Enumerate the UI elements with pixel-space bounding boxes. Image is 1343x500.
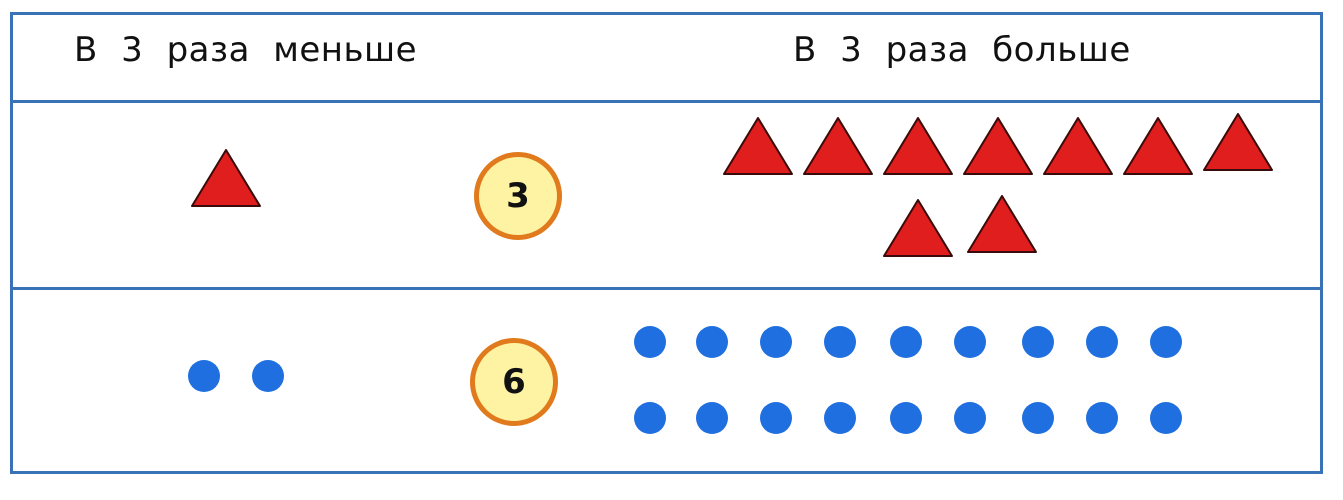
- red-triangle-more: [723, 117, 793, 175]
- blue-circle-more: [1022, 326, 1054, 358]
- blue-circle-more: [890, 402, 922, 434]
- red-triangle-more: [1123, 117, 1193, 175]
- number-badge-6: 6: [470, 338, 558, 426]
- row-divider: [10, 287, 1323, 290]
- blue-circle-more: [696, 402, 728, 434]
- blue-circle-more: [890, 326, 922, 358]
- blue-circle-fewer: [252, 360, 284, 392]
- blue-circle-more: [760, 402, 792, 434]
- header-divider: [10, 100, 1323, 103]
- red-triangle-more: [883, 199, 953, 257]
- blue-circle-more: [1150, 326, 1182, 358]
- blue-circle-more: [954, 326, 986, 358]
- blue-circle-more: [824, 326, 856, 358]
- blue-circle-more: [634, 326, 666, 358]
- red-triangle-more: [1203, 113, 1273, 171]
- red-triangle-more: [967, 195, 1037, 253]
- blue-circle-fewer: [188, 360, 220, 392]
- blue-circle-more: [1086, 326, 1118, 358]
- blue-circle-more: [696, 326, 728, 358]
- blue-circle-more: [760, 326, 792, 358]
- header-more: В 3 раза больше: [793, 30, 1131, 70]
- blue-circle-more: [634, 402, 666, 434]
- blue-circle-more: [1150, 402, 1182, 434]
- red-triangle-more: [963, 117, 1033, 175]
- blue-circle-more: [824, 402, 856, 434]
- blue-circle-more: [954, 402, 986, 434]
- blue-circle-more: [1086, 402, 1118, 434]
- blue-circle-more: [1022, 402, 1054, 434]
- red-triangle-more: [1043, 117, 1113, 175]
- header-fewer: В 3 раза меньше: [74, 30, 418, 70]
- red-triangle-more: [883, 117, 953, 175]
- red-triangle-more: [803, 117, 873, 175]
- number-badge-3: 3: [474, 152, 562, 240]
- table-border: [10, 12, 1323, 474]
- red-triangle-fewer: [191, 149, 261, 207]
